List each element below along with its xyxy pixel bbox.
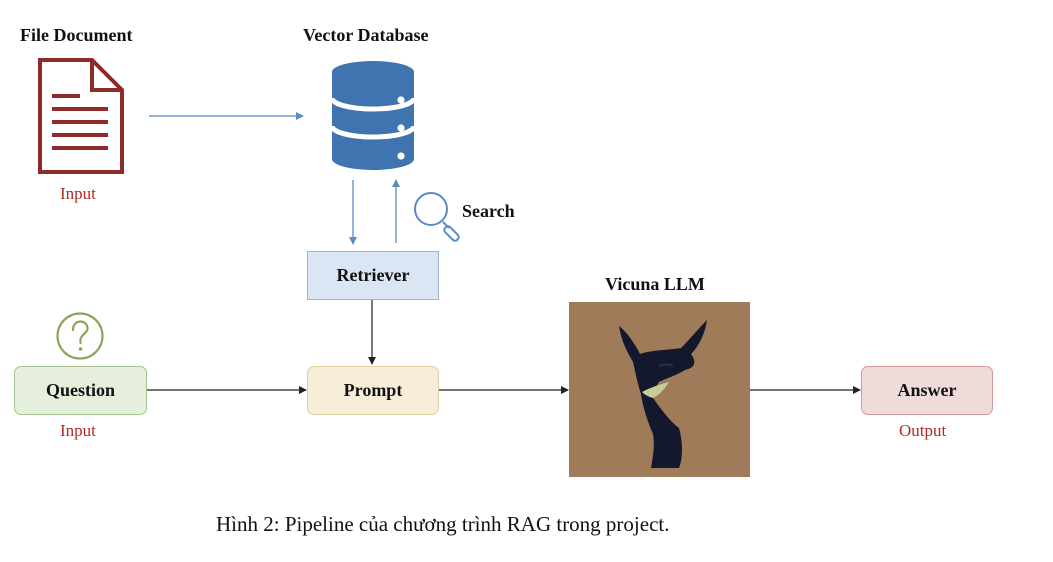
database-icon: [330, 61, 416, 170]
llm-title: Vicuna LLM: [605, 274, 705, 294]
vicuna-llama-logo: [569, 302, 750, 477]
answer-box: Answer: [861, 366, 993, 415]
magnifier-icon: [414, 192, 460, 242]
file-document-title: File Document: [20, 25, 133, 45]
retriever-label: Retriever: [336, 265, 410, 285]
file-document-input-tag: Input: [60, 184, 96, 203]
figure-caption: Hình 2: Pipeline của chương trình RAG tr…: [216, 512, 670, 536]
question-label: Question: [45, 380, 115, 400]
prompt-box: Prompt: [307, 366, 439, 415]
vector-database-title: Vector Database: [303, 25, 429, 45]
retriever-box: Retriever: [307, 251, 439, 300]
answer-label: Answer: [897, 380, 957, 400]
answer-output-tag: Output: [899, 421, 947, 440]
prompt-label: Prompt: [343, 380, 403, 400]
question-box: Question: [14, 366, 147, 415]
search-label: Search: [462, 201, 515, 221]
question-input-tag: Input: [60, 421, 96, 440]
question-circle-icon: [56, 312, 104, 360]
document-icon: [38, 58, 124, 174]
